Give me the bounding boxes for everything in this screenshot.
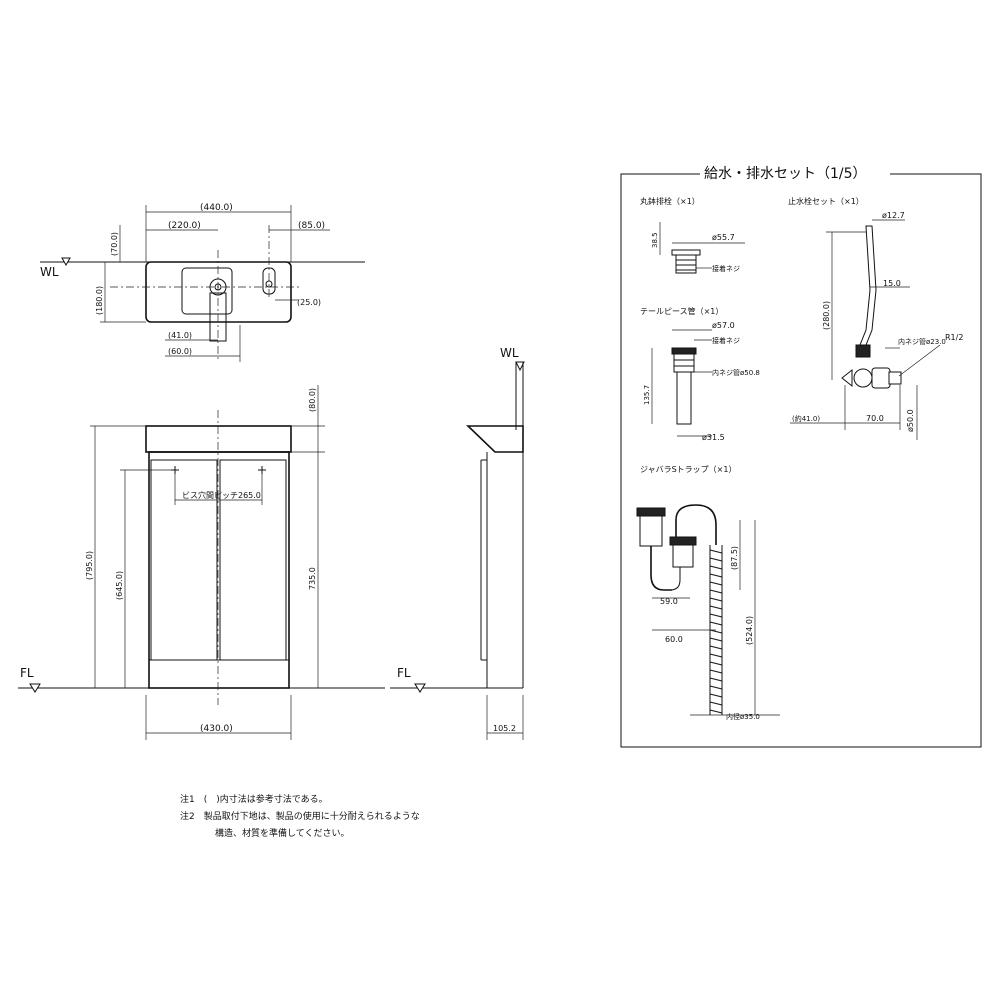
stopcock-dim2: 15.0: [883, 279, 901, 288]
tailpiece-title: テールピース管（×1）: [640, 306, 723, 316]
trap-title: ジャバラSトラップ（×1）: [640, 465, 736, 474]
stopcock-dim6: (約41.0): [792, 414, 820, 423]
side-dim-base: 105.2: [493, 724, 516, 733]
stopcock-dim4: R1/2: [945, 333, 963, 342]
trap-dim4: (524.0): [745, 616, 754, 645]
front-dim-top: (80.0): [308, 388, 317, 412]
stopcock-part: 止水栓セット（×1） (280.0) ø12.7 15.0 R1/2 内ネジ管ø…: [788, 196, 963, 440]
tailpiece-dim5: ø31.5: [702, 433, 725, 442]
front-fl-label: FL: [20, 666, 34, 680]
stopcock-dim5: 内ネジ管ø23.0: [898, 337, 946, 346]
plan-dim-41: (41.0): [168, 331, 192, 340]
trap-dim1: (87.5): [730, 546, 739, 570]
front-dim-width: (430.0): [200, 724, 233, 734]
parts-box-title: 給水・排水セット（1/5）: [704, 166, 867, 182]
front-dim-body: 735.0: [308, 567, 317, 590]
note-2: 注2 製品取付下地は、製品の使用に十分耐えられるような: [180, 810, 420, 822]
stopcock-dim8: ø50.0: [906, 409, 915, 432]
note-3: 構造、材質を準備してください。: [215, 827, 349, 839]
plan-wl-label: WL: [40, 265, 59, 279]
stopcock-title: 止水栓セット（×1）: [788, 196, 864, 206]
tailpiece-part: テールピース管（×1） ø57.0 接着ネジ 内ネジ管ø50.8 135.7 ø…: [640, 306, 760, 442]
trap-dim2: 59.0: [660, 597, 678, 606]
side-view: WL FL 105.2: [390, 346, 525, 740]
parts-box: 給水・排水セット（1/5） 丸鉢排栓（×1） 38.5 ø55.7 接着ネジ テ…: [620, 165, 982, 748]
front-view: FL ビス穴間ピッチ265.0 (795.0) (645.0) (80.0) 7…: [18, 385, 385, 740]
s-trap-part: ジャバラSトラップ（×1） (87.5) 59.0 60.0 (524.0) 内…: [636, 465, 780, 721]
plan-view: WL (440.0) (220.0) (85.0) (70.0) (180.0)…: [40, 203, 365, 362]
side-wl-label: WL: [500, 346, 519, 360]
stopcock-dim1: ø12.7: [882, 211, 905, 220]
drain-plug-part: 丸鉢排栓（×1） 38.5 ø55.7 接着ネジ: [640, 196, 745, 274]
plan-dim-small: (25.0): [297, 298, 321, 307]
tailpiece-dim2: 接着ネジ: [712, 336, 740, 345]
notes: 注1 ( )内寸法は参考寸法である。 注2 製品取付下地は、製品の使用に十分耐え…: [180, 793, 420, 839]
note-1: 注1 ( )内寸法は参考寸法である。: [180, 793, 328, 805]
side-fl-label: FL: [397, 666, 411, 680]
plan-dim-right: (85.0): [298, 221, 325, 231]
tailpiece-dim1: ø57.0: [712, 321, 735, 330]
plan-dim-60: (60.0): [168, 347, 192, 356]
tailpiece-dim3: 内ネジ管ø50.8: [712, 368, 760, 377]
plan-dim-top-offset: (70.0): [110, 232, 119, 256]
drain-title: 丸鉢排栓（×1）: [640, 196, 700, 206]
stopcock-dim7: 70.0: [866, 414, 884, 423]
trap-dim5: 内径ø35.0: [726, 712, 760, 721]
drain-dim1: 38.5: [651, 232, 659, 248]
trap-dim3: 60.0: [665, 635, 683, 644]
plan-dim-half: (220.0): [168, 221, 201, 231]
plan-dim-width: (440.0): [200, 203, 233, 213]
drain-note: 接着ネジ: [712, 264, 740, 273]
front-dim-height: (795.0): [85, 551, 94, 580]
drain-dim2: ø55.7: [712, 233, 735, 242]
front-dim-screw: ビス穴間ピッチ265.0: [182, 490, 261, 500]
plan-dim-depth: (180.0): [95, 286, 104, 315]
front-dim-door: (645.0): [115, 571, 124, 600]
tailpiece-dim4: 135.7: [643, 385, 651, 405]
stopcock-dim3: (280.0): [822, 301, 831, 330]
